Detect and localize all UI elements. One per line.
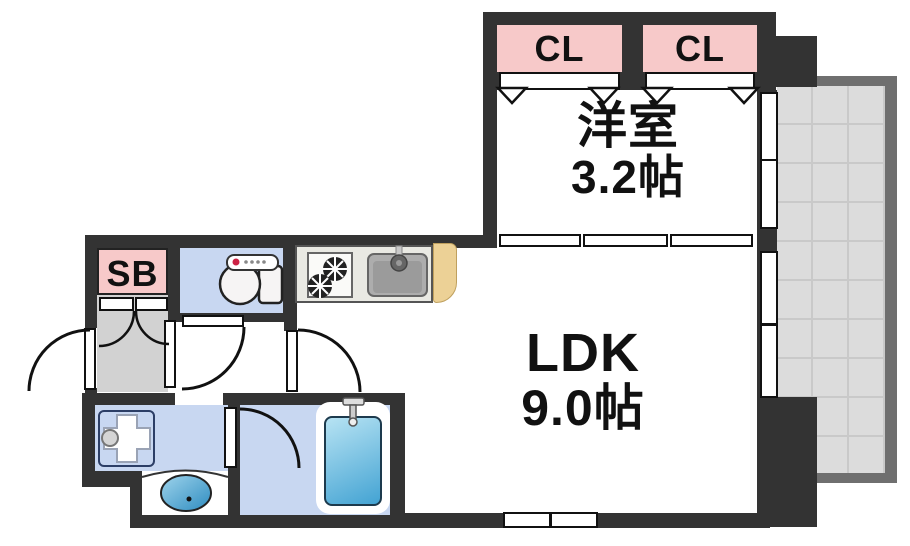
shoe-box-door-leaf-right: [135, 297, 168, 311]
ldk-window-upper: [760, 251, 778, 325]
ldk-south-window-right: [550, 512, 598, 528]
kitchen-sink-basin: [373, 261, 422, 293]
wall-left-outer-upper: [85, 248, 97, 328]
ldk-size: 9.0帖: [521, 380, 645, 437]
sliding-door-panel-1: [499, 234, 581, 247]
closet-left-label: CL: [534, 28, 585, 69]
western-room-label: 洋室 3.2帖: [497, 100, 759, 202]
ldk-door-arc: [297, 328, 362, 393]
shoe-box-label: SB: [106, 253, 159, 294]
sliding-door-panel-3: [670, 234, 753, 247]
toilet-door-leaf: [182, 315, 244, 327]
wall-west-of-western-room: [483, 90, 497, 247]
ldk-name: LDK: [526, 323, 640, 383]
bathroom-door-leaf: [224, 407, 237, 468]
ldk-door-leaf: [286, 330, 298, 392]
balcony-frame-right: [885, 76, 897, 483]
balcony-frame-top: [817, 76, 897, 86]
western-room-window-lower: [760, 159, 778, 229]
ldk-window-lower: [760, 324, 778, 398]
shoe-box-door-leaf-left: [99, 297, 134, 311]
closet-right-door-track: [645, 72, 755, 90]
washroom-doorway: [175, 393, 223, 405]
wall-top-left-block: [85, 235, 497, 248]
western-room-name: 洋室: [577, 98, 679, 154]
exterior-notch: [82, 487, 130, 546]
toilet-floor: [180, 248, 283, 313]
stove-box: [307, 252, 353, 298]
entrance-door-leaf: [84, 328, 96, 390]
closet-right-label: CL: [675, 28, 725, 69]
balcony-frame-bottom: [817, 473, 897, 483]
bathtub-icon: [324, 416, 382, 506]
wall-toilet-kitchen: [283, 248, 297, 313]
toilet-door-arc: [181, 326, 246, 391]
wall-stub-top-right: [776, 36, 817, 87]
basin-alcove: [142, 471, 228, 515]
western-room-size: 3.2帖: [571, 151, 685, 203]
entrance-door-arc: [27, 328, 91, 392]
wall-sb-toilet: [168, 248, 180, 313]
wall-hall-door-stub: [284, 322, 297, 331]
closet-left: CL: [497, 25, 622, 72]
wall-pillar-southeast: [757, 397, 817, 527]
sliding-door-panel-2: [583, 234, 668, 247]
closet-right: CL: [643, 25, 757, 72]
ldk-label: LDK 9.0帖: [428, 323, 738, 437]
ldk-south-window-left: [503, 512, 551, 528]
shoe-box: SB: [97, 248, 168, 295]
refrigerator-space: [433, 243, 457, 303]
western-room-window-upper: [760, 92, 778, 161]
closet-left-door-track: [499, 72, 620, 90]
genkan-hall-threshold: [164, 320, 176, 388]
washer-pan-icon: [98, 410, 155, 467]
